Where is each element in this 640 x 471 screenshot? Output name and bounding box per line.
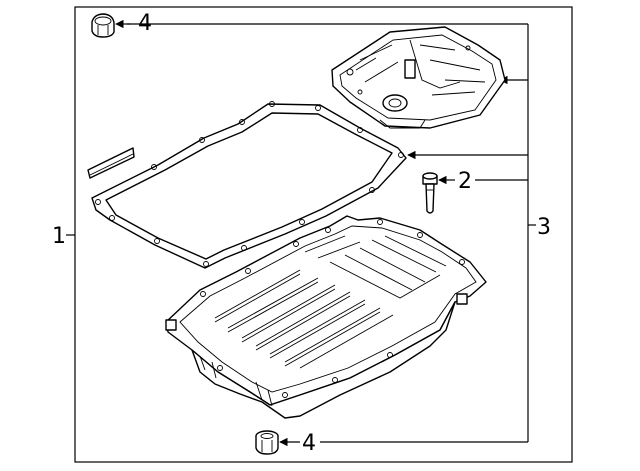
drain-plug-bottom: [255, 430, 279, 455]
callout-2: 2: [458, 169, 472, 194]
callout-1: 1: [52, 224, 66, 249]
leader-lines: [66, 19, 536, 447]
pan-gasket: [91, 101, 407, 269]
callout-4-top: 4: [138, 11, 152, 36]
oil-pan: [165, 215, 487, 419]
bolt: [422, 172, 438, 214]
callout-3: 3: [537, 215, 551, 240]
drain-plug-top: [91, 13, 115, 38]
callout-4-bottom: 4: [302, 431, 316, 456]
oil-filter: [331, 26, 506, 129]
seal-strip: [87, 147, 135, 179]
